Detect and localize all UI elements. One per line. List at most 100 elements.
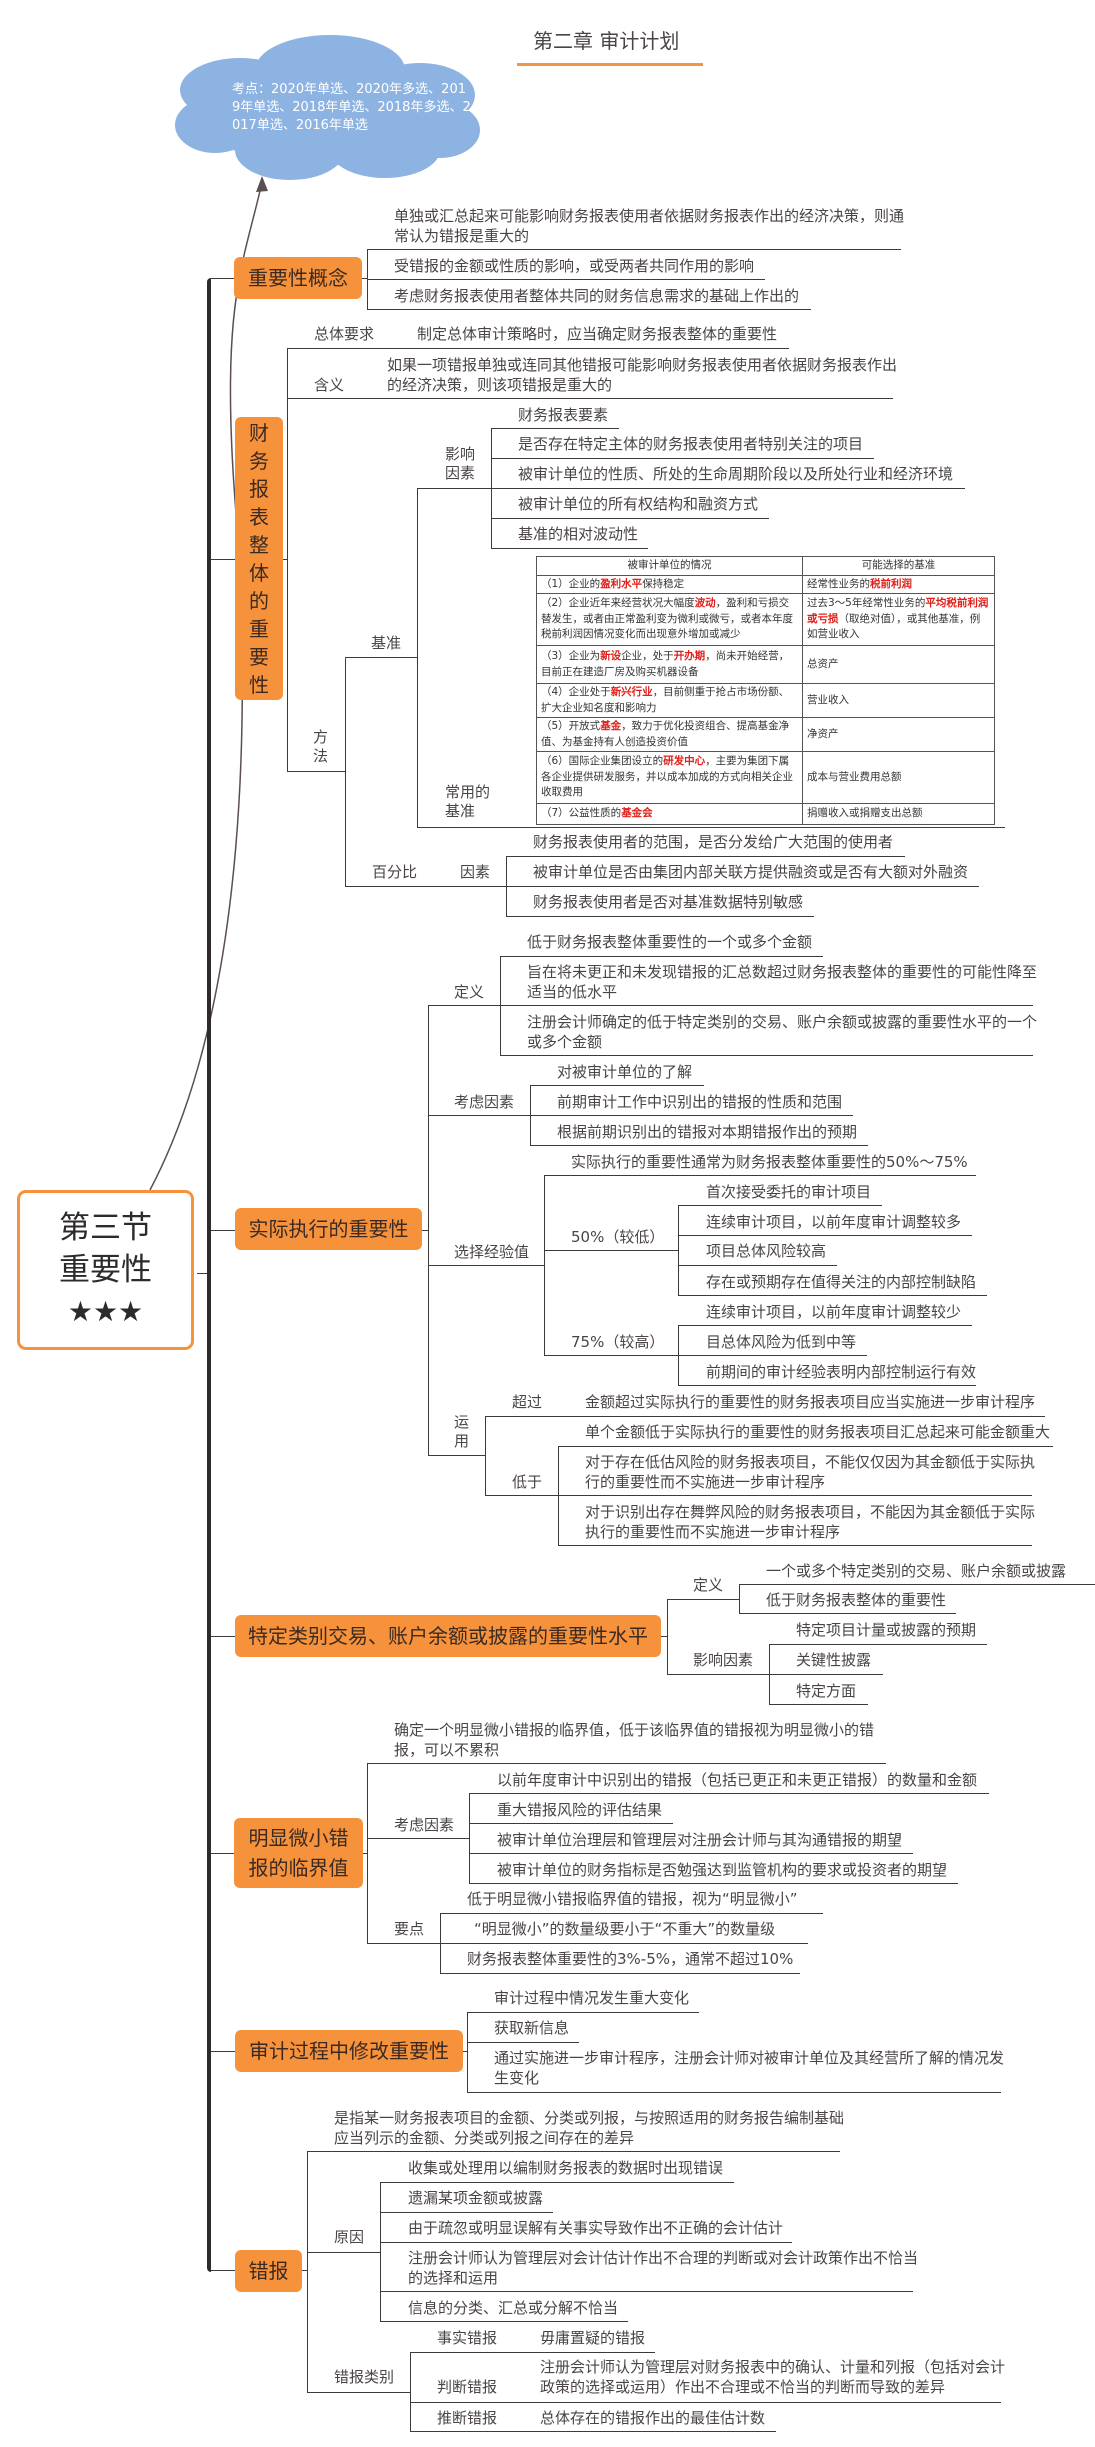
highlight-text: 基金 <box>600 720 622 732</box>
node-trivial-label: 明显微小错报的临界值 <box>248 1826 349 1880</box>
cloud-shape <box>175 35 480 180</box>
point-item: “明显微小”的数量级要小于“不重大”的数量级 <box>474 1920 776 1938</box>
point-item: 低于明显微小错报临界值的错报，视为“明显微小” <box>467 1890 798 1908</box>
revise-item: 获取新信息 <box>494 2019 570 2037</box>
underline <box>428 1115 530 1116</box>
bracket <box>287 348 288 771</box>
definition-item: 注册会计师确定的低于特定类别的交易、账户余额或披露的重要性水平的一个或多个金额 <box>527 1013 1038 1051</box>
highlight-text: 盈利水平 <box>600 577 643 590</box>
cell-text: 过去3～5年经常性业务的 <box>807 597 926 610</box>
underline <box>544 1250 678 1251</box>
label-considerations: 考虑因素 <box>394 1816 455 1834</box>
below-item: 对于识别出存在舞弊风险的财务报表项目，不能因为其金额低于实际执行的重要性而不实施… <box>585 1503 1036 1541</box>
cell-text: ，盈利和亏损交替发生，或者由正常盈利变为微利或微亏，或者本年度税前利润因情况变化… <box>541 597 793 641</box>
underline <box>500 1005 1033 1006</box>
label-meaning: 含义 <box>314 376 345 394</box>
underline <box>428 1265 544 1266</box>
underline <box>307 2151 840 2152</box>
underline <box>367 279 765 280</box>
node-specific[interactable]: 特定类别交易、账户余额或披露的重要性水平 <box>235 1615 661 1657</box>
underline <box>345 657 417 658</box>
benchmark-table: 被审计单位的情况 可能选择的基准 （1）企业的盈利水平保持稳定经常性业务的税前利… <box>536 556 995 825</box>
revise-item: 通过实施进一步审计程序，注册会计师对被审计单位及其经营所了解的情况发生变化 <box>494 2049 1005 2087</box>
root-node[interactable]: 第三节 重要性 ★★★ <box>17 1190 194 1350</box>
underline <box>469 1883 958 1884</box>
cell-text: 企业，处于 <box>621 650 674 662</box>
bracket <box>367 1763 368 1943</box>
below-item: 对于存在低估风险的财务报表项目，不能仅仅因为其金额低于实际执行的重要性而不实施进… <box>585 1453 1036 1491</box>
label-high: 75%（较高） <box>571 1333 665 1351</box>
cause-item: 信息的分类、汇总或分解不恰当 <box>408 2299 619 2317</box>
underline <box>491 458 874 459</box>
consideration-item: 被审计单位治理层和管理层对注册会计师与其沟通错报的期望 <box>497 1831 903 1849</box>
underline <box>678 1325 972 1326</box>
root-line1: 第三节 <box>59 1210 152 1246</box>
benchmark-cell: 营业收入 <box>802 683 995 718</box>
underline <box>440 1943 808 1944</box>
table-row: （7）公益性质的基金会捐赠收入或捐赠支出总额 <box>536 803 995 825</box>
underline <box>500 956 823 957</box>
bracket <box>739 1584 740 1613</box>
highlight-text: 新设 <box>600 650 622 662</box>
cell-text: （4）企业处于 <box>541 686 611 698</box>
table-row: （2）企业近年来经营状况大幅度波动，盈利和亏损交替发生，或者由正常盈利变为微利或… <box>536 593 995 646</box>
type-label: 事实错报 <box>437 2329 498 2347</box>
underline <box>469 1823 673 1824</box>
cell-text: （2）企业近年来经营状况大幅度 <box>541 597 695 610</box>
underline <box>440 1913 823 1914</box>
underline <box>558 1446 1053 1447</box>
high-item: 目总体风险为低到中等 <box>706 1333 857 1351</box>
benchmark-cell: 净资产 <box>802 717 995 752</box>
percentage-factor-item: 财务报表使用者的范围，是否分发给广大范围的使用者 <box>533 833 894 851</box>
benchmark-cell: 过去3～5年经常性业务的平均税前利润或亏损（取绝对值），或其他基准，例如营业收入 <box>802 593 995 646</box>
underline <box>380 2321 628 2322</box>
underline <box>410 2402 1001 2403</box>
underline <box>410 2431 776 2432</box>
meaning-text: 如果一项错报单独或连同其他错报可能影响财务报表使用者依据财务报表作出的经济决策，… <box>387 356 898 394</box>
underline <box>530 1115 853 1116</box>
point-item: 财务报表整体重要性的3%-5%，通常不超过10% <box>467 1950 794 1968</box>
high-item: 连续审计项目，以前年度审计调整较少 <box>706 1303 962 1321</box>
node-trivial[interactable]: 明显微小错报的临界值 <box>234 1818 363 1888</box>
benchmark-cell: 捐赠收入或捐赠支出总额 <box>802 803 995 825</box>
underline <box>678 1205 882 1206</box>
cell-text: 成本与营业费用总额 <box>807 770 902 783</box>
situation-cell: （1）企业的盈利水平保持稳定 <box>536 574 803 594</box>
factor-item: 是否存在特定主体的财务报表使用者特别关注的项目 <box>518 435 864 453</box>
underline <box>367 249 901 250</box>
benchmark-cell: 成本与营业费用总额 <box>802 751 995 804</box>
connector <box>362 278 367 279</box>
node-actual[interactable]: 实际执行的重要性 <box>235 1208 422 1250</box>
importance-stars: ★★★ <box>67 1295 144 1328</box>
definition-item: 低于财务报表整体重要性的一个或多个金额 <box>527 933 813 951</box>
cell-text: （5）开放式 <box>541 720 601 732</box>
label-points: 要点 <box>394 1920 425 1938</box>
cause-item: 遗漏某项金额或披露 <box>408 2189 544 2207</box>
underline <box>417 488 491 489</box>
label-factors: 影响因素 <box>445 445 476 482</box>
underline <box>367 1838 469 1839</box>
underline <box>769 1704 868 1705</box>
node-overall[interactable]: 财务报表整体的重要性 <box>235 417 283 700</box>
bracket <box>469 1793 470 1883</box>
label-definition: 定义 <box>693 1576 724 1594</box>
node-revise[interactable]: 审计过程中修改重要性 <box>235 2030 463 2072</box>
table-row: （4）企业处于新兴行业，目前侧重于抢占市场份额、扩大企业知名度和影响力营业收入 <box>536 683 995 718</box>
cell-text: 经常性业务的 <box>807 577 870 590</box>
underline <box>287 398 893 399</box>
factor-item: 关键性披露 <box>796 1651 872 1669</box>
node-concept[interactable]: 重要性概念 <box>234 257 362 299</box>
node-misstatement[interactable]: 错报 <box>235 2250 302 2292</box>
factor-item: 特定方面 <box>796 1682 857 1700</box>
cell-text: （7）公益性质的 <box>541 807 622 820</box>
underline <box>558 1495 1032 1496</box>
underline <box>544 1175 976 1176</box>
situation-cell: （5）开放式基金，致力于优化投资组合、提高基金净值、为基金持有人创造投资价值 <box>536 717 803 752</box>
low-item: 存在或预期存在值得关注的内部控制缺陷 <box>706 1273 977 1291</box>
underline <box>467 2042 579 2043</box>
underline <box>380 2291 913 2292</box>
underline <box>410 2352 655 2353</box>
underline <box>380 2212 553 2213</box>
concept-item: 考虑财务报表使用者整体共同的财务信息需求的基础上作出的 <box>394 287 800 305</box>
empirical-intro: 实际执行的重要性通常为财务报表整体重要性的50%～75% <box>571 1153 968 1171</box>
